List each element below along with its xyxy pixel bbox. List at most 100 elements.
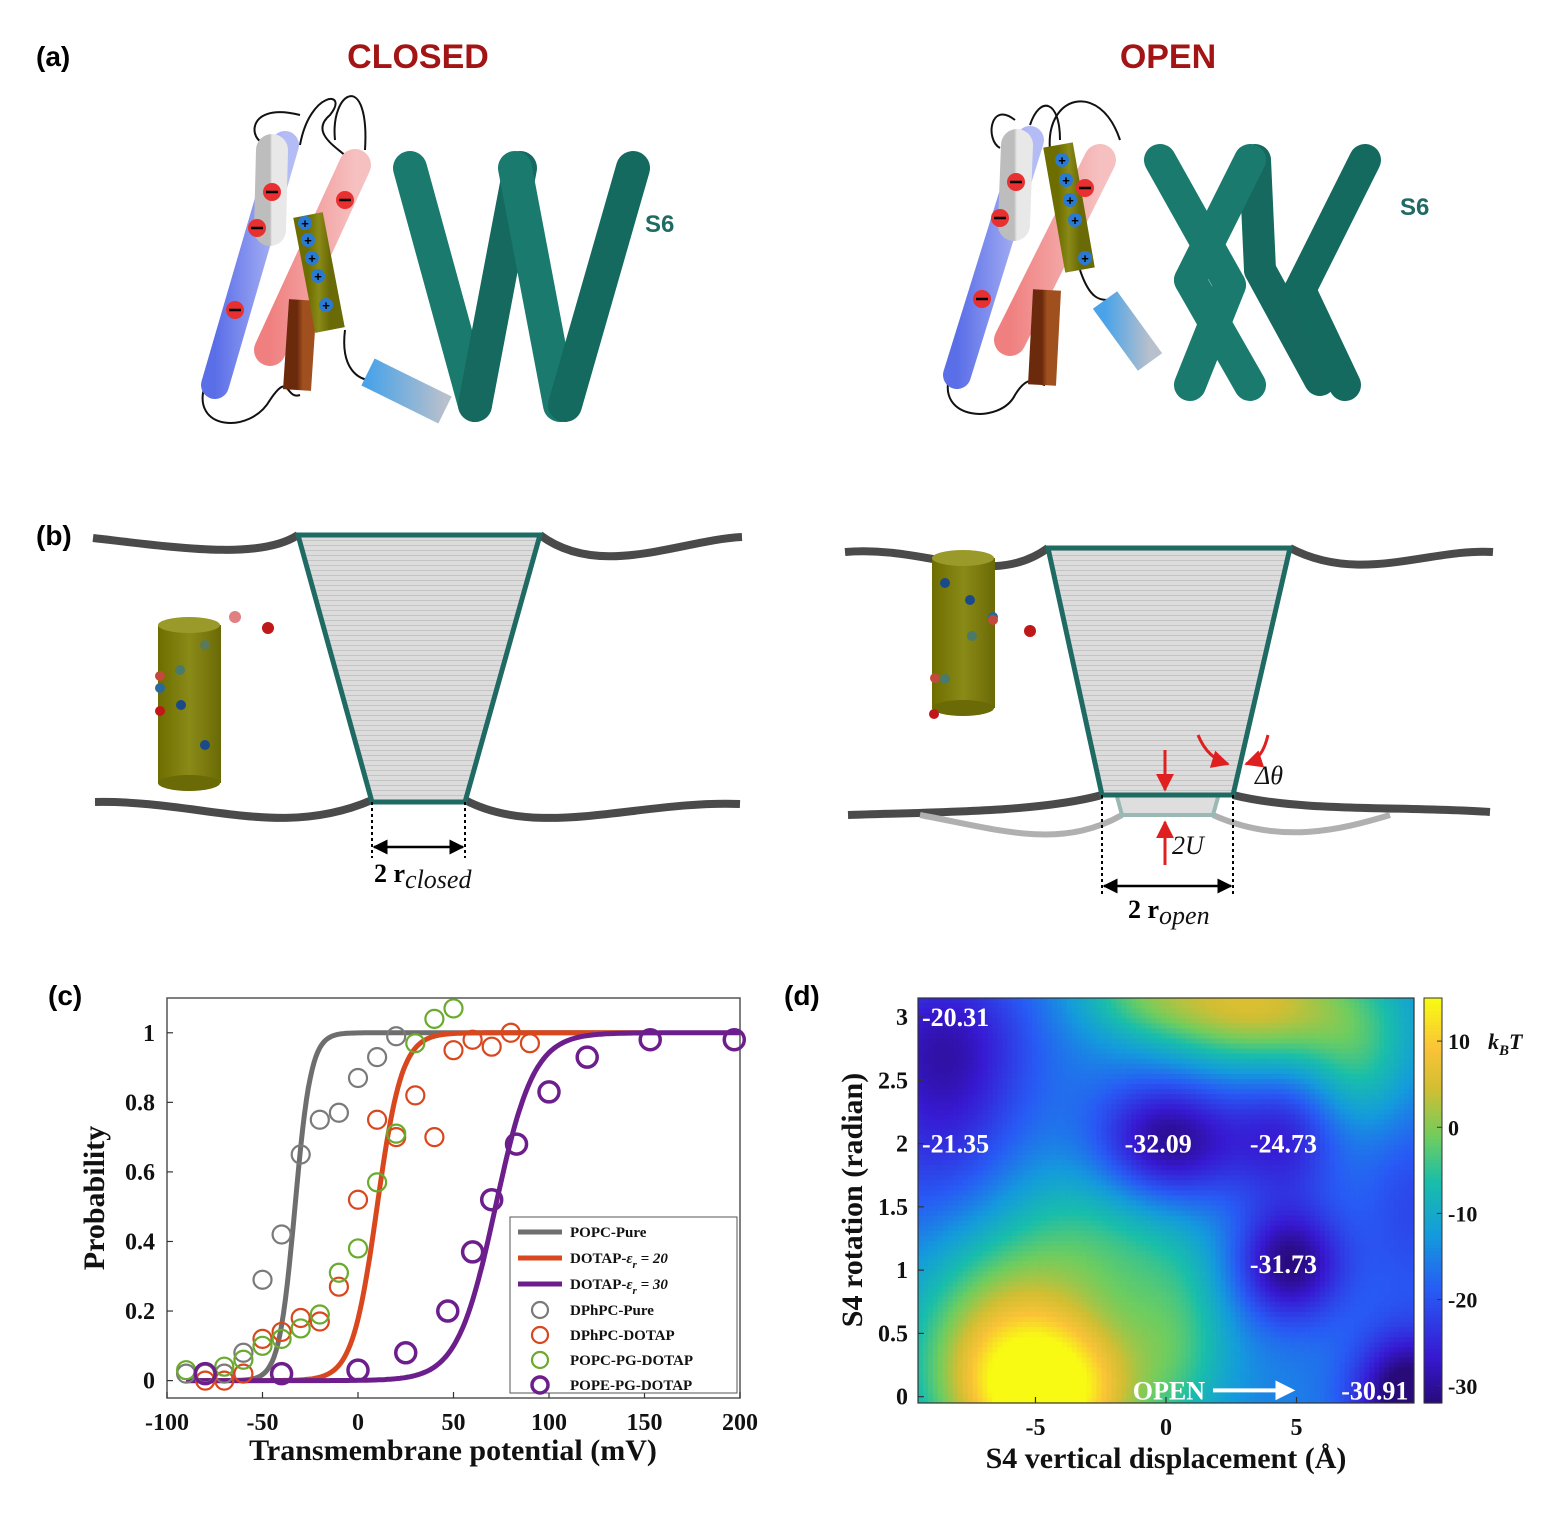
data-point-DPhPC-DOTAP bbox=[500, 1022, 521, 1043]
svg-text:+: + bbox=[304, 233, 312, 248]
data-point-POPC-PG-DOTAP bbox=[214, 1356, 235, 1377]
closed-s4-cylinder bbox=[158, 625, 221, 783]
negative-charges-closed bbox=[226, 183, 354, 319]
chart-c-ytick-label: 0 bbox=[143, 1369, 155, 1395]
minimum-value-label: -21.35 bbox=[922, 1130, 989, 1159]
data-point-POPC-PG-DOTAP bbox=[328, 1262, 349, 1283]
data-point-POPC-PG-DOTAP bbox=[309, 1304, 330, 1325]
s5-helix-open bbox=[1092, 291, 1163, 371]
minimum-value-label: -31.73 bbox=[1250, 1250, 1317, 1279]
svg-text:+: + bbox=[1058, 153, 1066, 168]
data-point-POPE-PG-DOTAP bbox=[436, 1299, 460, 1323]
panel-d-label: (d) bbox=[784, 980, 820, 1011]
data-point-DPhPC-DOTAP bbox=[443, 1040, 464, 1061]
data-point-DPhPC-DOTAP bbox=[328, 1276, 349, 1297]
panel-a-label: (a) bbox=[36, 41, 70, 72]
legend-entry: DPhPC-Pure bbox=[570, 1303, 654, 1319]
data-point-DPhPC-DOTAP bbox=[462, 1029, 483, 1050]
open-voltage-sensor: + + + + + bbox=[943, 100, 1163, 415]
chart-c-ytick-label: 0.4 bbox=[125, 1229, 155, 1255]
data-point-DPhPC-Pure bbox=[386, 1026, 407, 1047]
chart-c-ytick-label: 1 bbox=[143, 1021, 155, 1047]
chart-c-data-points bbox=[176, 998, 747, 1391]
chart-c-xtick-label: -100 bbox=[145, 1410, 189, 1436]
chart-c-ytick-label: 0.2 bbox=[125, 1299, 155, 1325]
data-point-POPE-PG-DOTAP bbox=[638, 1027, 662, 1052]
data-point-POPE-PG-DOTAP bbox=[193, 1361, 217, 1386]
svg-text:+: + bbox=[308, 251, 316, 266]
positive-charges-closed: + + + + + bbox=[298, 216, 333, 313]
data-point-DPhPC-Pure bbox=[290, 1144, 311, 1165]
closed-pore bbox=[294, 532, 544, 805]
chart-d-ytick-label: 1.5 bbox=[878, 1195, 908, 1221]
data-point-POPE-PG-DOTAP bbox=[394, 1341, 418, 1365]
legend-entry: DOTAP-εr = 20 bbox=[570, 1251, 668, 1271]
data-point-POPC-PG-DOTAP bbox=[233, 1349, 254, 1370]
data-point-POPC-PG-DOTAP bbox=[405, 1033, 426, 1054]
data-point-DPhPC-DOTAP bbox=[214, 1370, 235, 1391]
chart-c-xlabel: Transmembrane potential (mV) bbox=[249, 1434, 657, 1467]
data-point-DPhPC-DOTAP bbox=[347, 1189, 369, 1210]
negative-charges-open bbox=[973, 173, 1094, 308]
open-s6-helices: S6 bbox=[1144, 144, 1429, 401]
data-point-DPhPC-DOTAP bbox=[271, 1321, 292, 1343]
data-point-POPE-PG-DOTAP bbox=[722, 1027, 747, 1052]
chart-d-ytick-label: 1 bbox=[896, 1258, 908, 1284]
panel-b-label: (b) bbox=[36, 520, 72, 551]
data-point-POPC-PG-DOTAP bbox=[271, 1328, 292, 1349]
chart-c-xtick-label: 0 bbox=[352, 1410, 364, 1436]
data-point-DPhPC-DOTAP bbox=[309, 1311, 330, 1332]
heatmap-cells bbox=[918, 998, 1414, 1403]
chart-d-ylabel: S4 rotation (radian) bbox=[836, 1073, 869, 1327]
chart-d-xtick-label: 0 bbox=[1160, 1415, 1172, 1441]
chart-c-xtick-label: 150 bbox=[627, 1410, 663, 1436]
chart-c-ylabel: Probability bbox=[78, 1126, 111, 1270]
minimum-value-label: -20.31 bbox=[922, 1003, 989, 1032]
chart-c-xtick-label: 50 bbox=[442, 1410, 466, 1436]
s4s5-linker-open bbox=[1028, 289, 1061, 386]
svg-text:+: + bbox=[1066, 193, 1074, 208]
data-point-DPhPC-Pure bbox=[252, 1269, 273, 1290]
open-s6-label: S6 bbox=[1400, 194, 1429, 221]
data-point-DPhPC-DOTAP bbox=[424, 1127, 445, 1148]
data-point-POPE-PG-DOTAP bbox=[479, 1187, 504, 1212]
chart-c-xtick-label: 100 bbox=[531, 1410, 567, 1436]
open-pore bbox=[1044, 545, 1294, 798]
data-point-DPhPC-DOTAP bbox=[367, 1109, 388, 1130]
minimum-value-label: -24.73 bbox=[1250, 1130, 1317, 1159]
legend-entry: POPE-PG-DOTAP bbox=[570, 1378, 692, 1394]
closed-voltage-sensor: + + + + + bbox=[201, 95, 452, 424]
svg-text:+: + bbox=[1071, 213, 1079, 228]
data-point-DPhPC-DOTAP bbox=[290, 1307, 311, 1329]
closed-s6-helices: S6 bbox=[393, 151, 674, 422]
closed-membrane: 2 rclosed bbox=[92, 531, 743, 894]
chart-d-xtick-label: -5 bbox=[1025, 1415, 1045, 1441]
data-point-DPhPC-Pure bbox=[347, 1067, 369, 1089]
chart-d-ytick-label: 0.5 bbox=[878, 1321, 908, 1347]
data-point-POPE-PG-DOTAP bbox=[460, 1240, 485, 1264]
s5-helix-closed bbox=[361, 358, 452, 424]
open-annotation-label: OPEN bbox=[1133, 1376, 1205, 1405]
data-point-DPhPC-Pure bbox=[367, 1047, 388, 1068]
chart-d-ytick-label: 2 bbox=[896, 1132, 908, 1158]
data-point-POPE-PG-DOTAP bbox=[537, 1080, 561, 1104]
minimum-value-label: -30.91 bbox=[1341, 1376, 1408, 1405]
open-title: OPEN bbox=[1120, 38, 1216, 76]
legend-entry: DOTAP-εr = 30 bbox=[570, 1277, 668, 1297]
r-closed-label: 2 rclosed bbox=[374, 859, 472, 894]
positive-charges-open: + + + + + bbox=[1055, 153, 1092, 266]
s4s5-linker-closed bbox=[283, 299, 317, 391]
panel-b: (b) 2 rclosed bbox=[36, 520, 1494, 930]
panel-a: (a) CLOSED OPEN + + + bbox=[36, 38, 1429, 424]
chart-c-ytick-label: 0.8 bbox=[125, 1090, 155, 1116]
data-point-DPhPC-DOTAP bbox=[519, 1033, 541, 1054]
data-point-DPhPC-DOTAP bbox=[481, 1036, 502, 1057]
chart-c-xtick-label: 200 bbox=[722, 1410, 758, 1436]
data-point-DPhPC-DOTAP bbox=[252, 1328, 273, 1349]
panel-c-label: (c) bbox=[48, 980, 82, 1011]
